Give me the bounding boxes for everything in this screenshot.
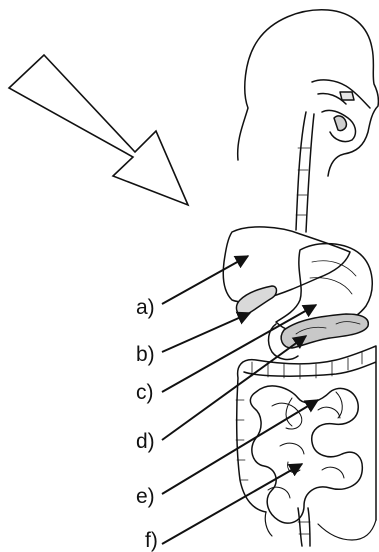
pointer-line-b xyxy=(162,313,250,352)
label-f: f) xyxy=(145,530,158,551)
gallbladder xyxy=(237,286,277,316)
pancreas xyxy=(281,314,368,348)
esophagus xyxy=(296,112,314,232)
label-c: c) xyxy=(136,382,154,403)
pointer-arrow-icon xyxy=(9,55,188,205)
pointer-line-f xyxy=(162,464,302,544)
head-outline xyxy=(238,10,379,176)
pointer-line-a xyxy=(162,256,248,304)
label-a: a) xyxy=(136,297,155,318)
mouth-cavity xyxy=(312,80,370,142)
label-d: d) xyxy=(136,431,155,452)
label-e: e) xyxy=(136,486,155,507)
rectum xyxy=(298,508,310,546)
liver xyxy=(223,227,350,302)
label-b: b) xyxy=(136,344,155,365)
